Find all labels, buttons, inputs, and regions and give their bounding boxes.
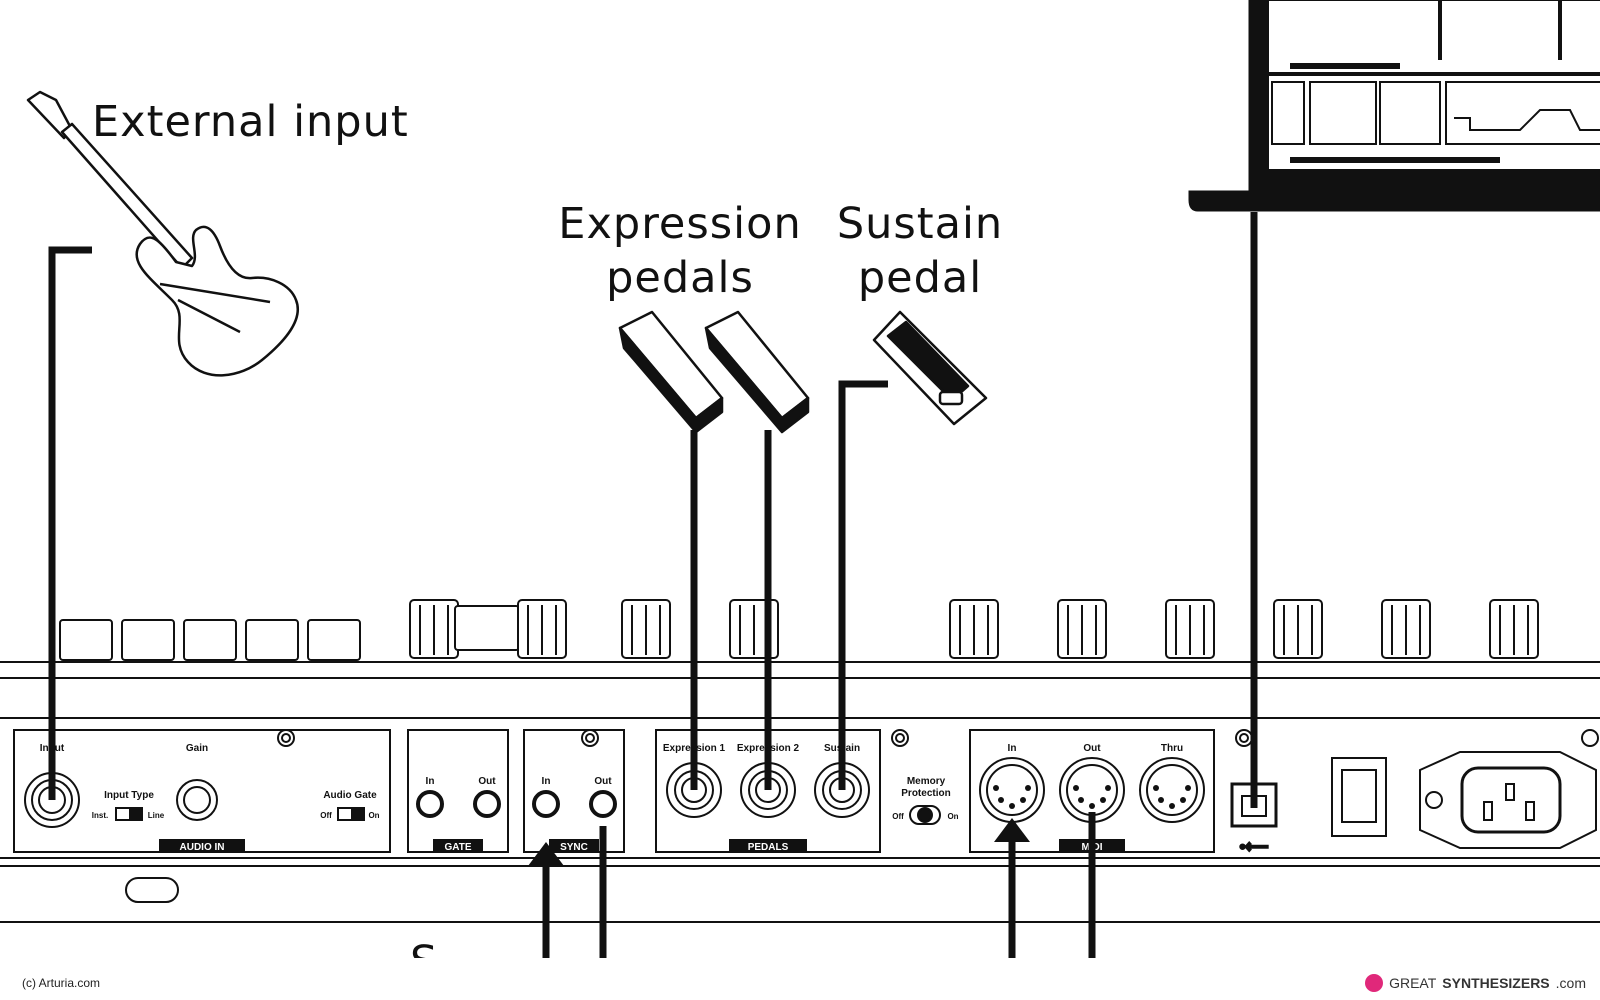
audio-in-panel [13,729,391,853]
arrow-sync-in [528,842,564,866]
power-socket [1419,751,1597,849]
pedals-panel [655,729,941,853]
knob [409,599,459,659]
band-pedals: PEDALS [748,842,789,853]
cable-sustain [838,380,888,790]
arrowheads [528,818,1030,866]
laptop-icon [1188,0,1600,212]
knob [1489,599,1539,659]
svg-text:Protection: Protection [901,788,950,799]
band-sync: SYNC [560,842,588,853]
brand-part-a: GREAT [1389,975,1437,991]
power-switch [1331,757,1387,837]
knob [1165,599,1215,659]
svg-text:Out: Out [478,776,496,787]
svg-text:Line: Line [148,811,165,820]
svg-text:Inst.: Inst. [92,811,108,820]
expression-pedal-icon [704,310,810,434]
footer-brand: GREAT SYNTHESIZERS .com [1365,974,1586,992]
svg-text:Thru: Thru [1161,743,1183,754]
svg-text:In: In [426,776,435,787]
svg-text:Off: Off [320,811,332,820]
svg-text:In: In [542,776,551,787]
svg-text:On: On [947,812,958,821]
band-audio-in: AUDIO IN [180,842,225,853]
knob-row [59,599,1539,661]
svg-text:In: In [1008,743,1017,754]
guitar-icon [26,90,299,377]
knob [1273,599,1323,659]
knob [949,599,999,659]
brand-part-b: SYNTHESIZERS [1442,975,1550,991]
label-pedal: pedal [858,253,982,303]
label-sustain-big: Sustain [837,199,1003,249]
knob [1057,599,1107,659]
label-gain: Gain [186,743,208,754]
sync-panel [523,729,625,853]
brand-part-c: .com [1555,975,1586,991]
label-expression: Expression [558,199,801,249]
gate-panel [407,729,509,853]
band-gate: GATE [444,842,471,853]
svg-text:Out: Out [1083,743,1101,754]
svg-text:Memory: Memory [907,776,946,787]
arrow-midi-in [994,818,1030,842]
brand-logo-icon [1365,974,1384,992]
knob [517,599,567,659]
svg-text:Out: Out [594,776,612,787]
knob [1381,599,1431,659]
footer-credit: (c) Arturia.com [22,976,101,990]
cable-external-input [48,246,92,800]
label-external-input: External input [92,97,409,147]
svg-text:Off: Off [892,812,904,821]
label-audio-gate: Audio Gate [323,790,377,801]
sustain-pedal-icon [872,310,988,426]
label-input-type: Input Type [104,790,154,801]
knob [621,599,671,659]
label-pedals: pedals [606,253,754,303]
synth-body [0,661,1600,923]
svg-text:On: On [368,811,379,820]
connection-cables [48,212,1258,960]
svg-text:•⟵: •⟵ [1240,839,1269,856]
